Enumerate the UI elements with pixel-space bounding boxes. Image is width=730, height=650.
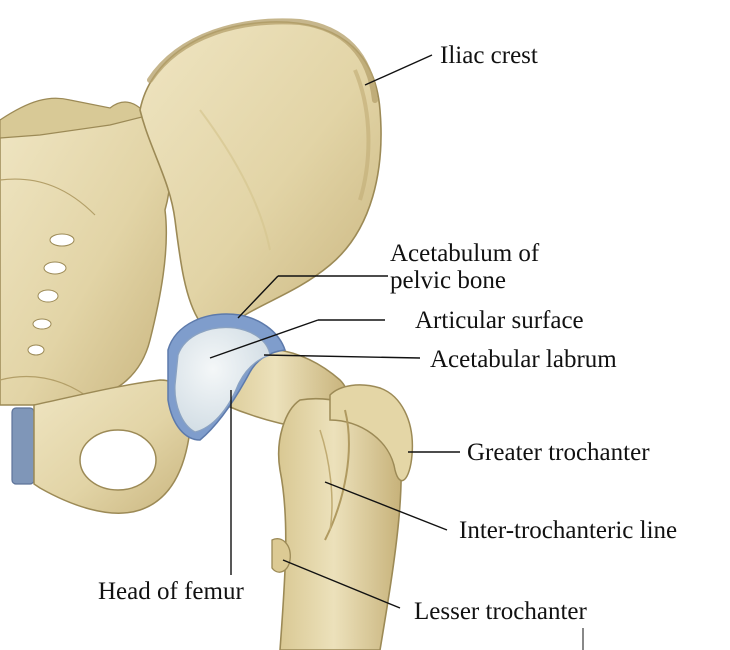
label-lesser-trochanter: Lesser trochanter: [414, 598, 587, 625]
obturator-foramen: [80, 430, 156, 490]
label-head-of-femur: Head of femur: [98, 578, 244, 605]
label-acetabular-labrum: Acetabular labrum: [430, 346, 617, 373]
femur: [215, 348, 412, 650]
label-acetabulum-line2: pelvic bone: [390, 267, 539, 294]
label-articular-surface: Articular surface: [415, 307, 584, 334]
label-intertrochanteric-line: Inter-trochanteric line: [459, 517, 677, 544]
label-iliac-crest: Iliac crest: [440, 42, 538, 69]
leader-iliac-crest: [365, 55, 432, 85]
sacrum: [0, 98, 170, 405]
label-acetabulum-line1: Acetabulum of: [390, 240, 539, 267]
ilium: [140, 21, 381, 327]
label-acetabulum: Acetabulum of pelvic bone: [390, 240, 539, 294]
pubic-symphysis-disc: [12, 408, 34, 484]
label-greater-trochanter: Greater trochanter: [467, 439, 650, 466]
